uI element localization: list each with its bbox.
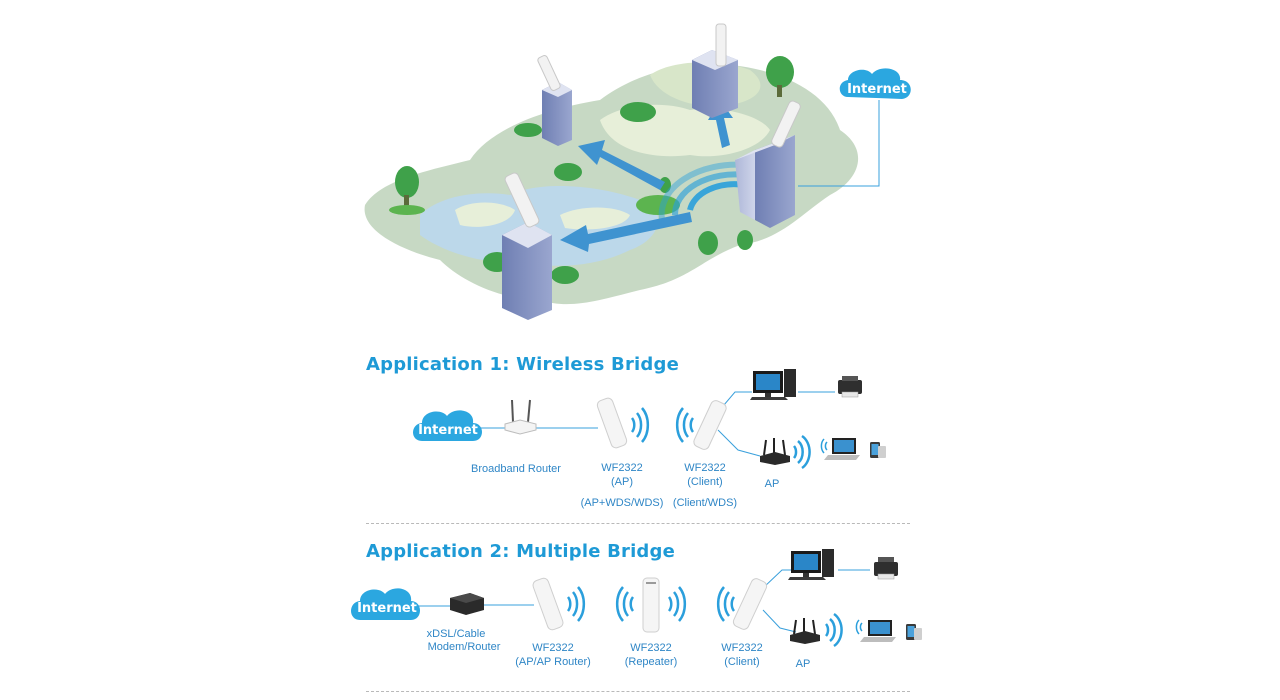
app1-internet-label: Internet: [418, 423, 478, 438]
app2-client-label-line1: WF2322: [721, 642, 763, 654]
wf2322-client-icon: [693, 400, 727, 450]
divider-2: [366, 691, 910, 692]
signal-waves: [658, 161, 746, 221]
app2-diagram: Internet: [351, 549, 922, 648]
app1-ap-label-line1: WF2322: [601, 462, 643, 474]
app1-client-mode: (Client/WDS): [672, 497, 738, 509]
modem-router-icon: [450, 593, 484, 615]
app1-client-label-line1: WF2322: [684, 462, 726, 474]
city-bridge-illustration: Internet: [364, 23, 911, 320]
app1-title: Application 1: Wireless Bridge: [366, 354, 679, 375]
app2-modem-label-line1: xDSL/Cable: [426, 628, 486, 640]
wf2322-ap-icon: [596, 397, 628, 449]
desktop-pc-icon: [750, 369, 796, 400]
app1-client-label-line2: (Client): [687, 476, 723, 488]
building-top: [692, 23, 738, 118]
wifi-waves-ap-router: [566, 586, 586, 622]
internet-link-top: [798, 100, 880, 187]
building-left-back: [537, 55, 572, 146]
wifi-waves-repeater-right: [667, 586, 687, 622]
printer-icon: [838, 376, 862, 398]
building-left-front: [502, 172, 552, 320]
laptop2-icon: [860, 620, 896, 642]
divider-1: [366, 523, 910, 524]
desktop-pc2-icon: [788, 549, 834, 580]
wifi-waves-client2: [716, 586, 736, 622]
wifi-waves-repeater-left: [615, 586, 635, 622]
app1-diagram: Internet: [413, 369, 886, 470]
building-main: [735, 100, 801, 228]
ap-router-icon: [760, 438, 790, 465]
ap-router2-icon: [790, 618, 820, 644]
app1-router-label: Broadband Router: [471, 463, 561, 475]
app2-internet-label: Internet: [357, 601, 417, 616]
app2-repeater-label-line2: (Repeater): [624, 656, 678, 668]
wf2322-repeater-icon: [642, 577, 660, 633]
wifi-waves-laptop: [820, 438, 828, 454]
wifi-waves-ap-device: [792, 434, 811, 470]
wifi-waves-client: [675, 407, 695, 443]
trees: [389, 56, 794, 284]
internet-cloud-top: Internet: [839, 68, 911, 99]
internet-cloud-top-label: Internet: [847, 82, 907, 97]
app2-router-label-line1: WF2322: [532, 642, 574, 654]
app2-client-label-line2: (Client): [724, 656, 760, 668]
wf2322-client2-icon: [732, 578, 768, 630]
app1-ap-device-label: AP: [764, 478, 780, 490]
printer2-icon: [874, 557, 898, 580]
app1-ap-label-line2: (AP): [611, 476, 633, 488]
app1-ap-mode: (AP+WDS/WDS): [580, 497, 664, 509]
app2-title: Application 2: Multiple Bridge: [366, 541, 676, 562]
wifi-waves-ap-device2: [824, 612, 843, 648]
tablet-icon: [870, 442, 886, 458]
app2-router-label-line2: (AP/AP Router): [515, 656, 591, 668]
wf2322-ap-router-icon: [532, 577, 564, 631]
laptop-icon: [824, 438, 860, 460]
broadband-router-icon: [504, 399, 537, 435]
wifi-waves-ap: [630, 407, 650, 443]
tablet2-icon: [906, 624, 922, 640]
wifi-waves-laptop2: [855, 619, 863, 635]
app2-repeater-label-line1: WF2322: [630, 642, 672, 654]
app2-ap-device-label: AP: [795, 658, 811, 670]
app2-internet-cloud: Internet: [351, 588, 420, 620]
app2-modem-label-line2: Modem/Router: [427, 641, 501, 653]
app1-internet-cloud: Internet: [413, 410, 482, 441]
